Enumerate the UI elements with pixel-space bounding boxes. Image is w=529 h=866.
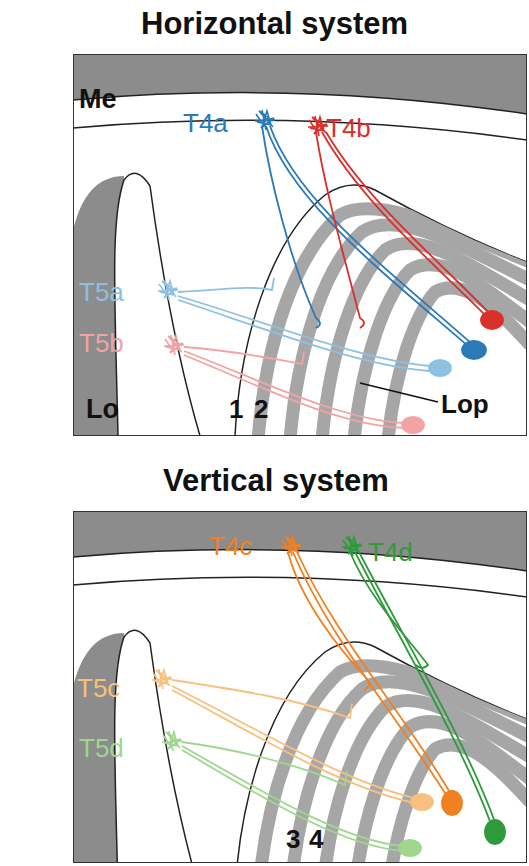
t4b-neuron [308,116,503,329]
panel-title: Horizontal system [141,8,408,39]
cell-type-label: T5c [77,675,120,701]
region-label: Me [79,86,117,113]
t4d-neuron [342,536,505,844]
cell-type-label: T5d [79,735,124,761]
layer-number: 3 [286,826,300,852]
optic-lobe-panel-1 [73,54,527,436]
optic-lobe-panel-2 [73,511,527,863]
layer-number: 4 [309,826,323,852]
t5b-neuron [164,335,424,433]
region-label: Lop [441,391,489,417]
cell-type-label: T5b [79,330,124,356]
layer-number: 1 [229,396,243,422]
t4a-neuron [255,110,486,359]
cell-type-label: T4b [326,115,371,141]
panel-frame: Horizontal system [73,54,527,436]
t5a-neuron [158,278,451,376]
panel-title: Vertical system [163,465,389,496]
t4c-neuron [281,536,462,815]
cell-type-label: T4a [183,110,228,136]
panel-frame: Vertical system [73,511,527,863]
cell-type-label: T4d [368,539,413,565]
cell-type-label: T5a [79,279,124,305]
leader-line [360,383,438,402]
cell-type-label: T4c [209,533,252,559]
t5d-neuron [162,731,421,856]
region-label: Lo [86,396,119,423]
layer-number: 2 [254,396,268,422]
t5c-neuron [152,669,433,810]
